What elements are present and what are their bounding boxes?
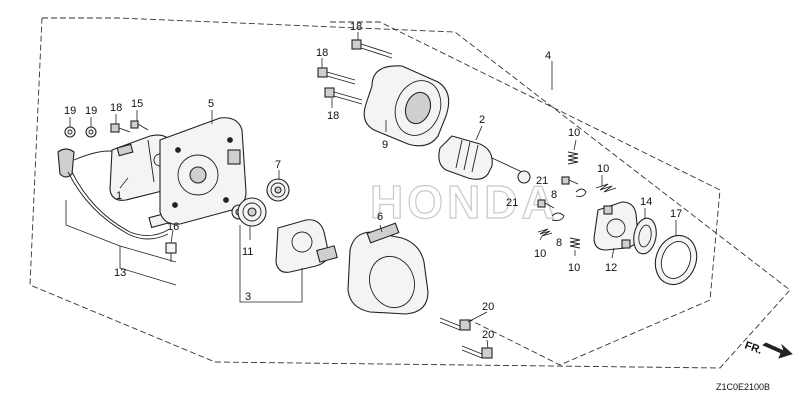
callout-5: 5 bbox=[208, 98, 214, 110]
callout-18-b: 18 bbox=[350, 21, 362, 33]
pinion-clutch-part-3[interactable] bbox=[275, 219, 338, 273]
callout-10-c: 10 bbox=[534, 248, 546, 260]
gear-part-11[interactable] bbox=[237, 197, 267, 227]
brush-clip-part-8-b[interactable] bbox=[551, 212, 565, 221]
spring-part-10-b[interactable] bbox=[595, 183, 617, 193]
o-ring-part-17[interactable] bbox=[649, 230, 704, 291]
gear-part-7[interactable] bbox=[266, 178, 290, 202]
callout-9: 9 bbox=[382, 139, 388, 151]
leader-lines bbox=[65, 32, 677, 349]
callout-10-a: 10 bbox=[568, 127, 580, 139]
callout-16: 16 bbox=[167, 221, 179, 233]
through-bolt-part-20-b[interactable] bbox=[461, 345, 493, 359]
callout-14: 14 bbox=[640, 196, 652, 208]
callout-18-a: 18 bbox=[110, 102, 122, 114]
callout-12: 12 bbox=[605, 262, 617, 274]
rear-cover-part-6[interactable] bbox=[347, 222, 429, 315]
callout-4: 4 bbox=[545, 50, 551, 62]
bolt-part-18-low[interactable] bbox=[324, 87, 363, 105]
spring-part-10-d[interactable] bbox=[569, 237, 581, 249]
screw-part-21-b[interactable] bbox=[537, 199, 555, 209]
through-bolt-part-20-a[interactable] bbox=[439, 317, 471, 331]
callout-19-b: 19 bbox=[85, 105, 97, 117]
spring-part-10-c[interactable] bbox=[537, 228, 553, 237]
bolt-part-18-top[interactable] bbox=[351, 39, 393, 59]
armature-part-2[interactable] bbox=[438, 135, 531, 184]
callout-3: 3 bbox=[245, 291, 251, 303]
callout-18-c: 18 bbox=[316, 47, 328, 59]
callout-18-d: 18 bbox=[327, 110, 339, 122]
callout-20-a: 20 bbox=[482, 301, 494, 313]
callout-8-a: 8 bbox=[551, 189, 557, 201]
callout-2: 2 bbox=[479, 114, 485, 126]
honda-watermark: HONDA bbox=[370, 176, 559, 228]
front-housing-part-5[interactable] bbox=[159, 117, 247, 225]
bolt-part-18-mid[interactable] bbox=[317, 67, 356, 85]
callout-10-d: 10 bbox=[568, 262, 580, 274]
callout-15: 15 bbox=[131, 98, 143, 110]
front-arrow-icon bbox=[762, 342, 793, 359]
insulator-part-14[interactable] bbox=[631, 216, 659, 255]
brush-holder-part-12[interactable] bbox=[593, 201, 639, 251]
callout-13: 13 bbox=[114, 267, 126, 279]
screw-part-21-a[interactable] bbox=[561, 176, 579, 185]
brush-clip-part-8-a[interactable] bbox=[575, 188, 587, 197]
cable-part-13[interactable] bbox=[57, 148, 174, 240]
washer-part-19-a[interactable] bbox=[64, 126, 76, 138]
front-direction-indicator: FR. bbox=[743, 340, 793, 359]
spring-part-10-a[interactable] bbox=[567, 151, 579, 165]
washer-part-19-b[interactable] bbox=[85, 126, 97, 138]
front-label: FR. bbox=[743, 340, 764, 357]
bolt-part-18-left[interactable] bbox=[110, 123, 131, 133]
callout-7: 7 bbox=[275, 159, 281, 171]
callout-21-b: 21 bbox=[506, 197, 518, 209]
callout-21-a: 21 bbox=[536, 175, 548, 187]
callout-8-b: 8 bbox=[556, 237, 562, 249]
callout-10-b: 10 bbox=[597, 163, 609, 175]
bolt-part-15[interactable] bbox=[130, 120, 149, 131]
sub-assembly-boundary bbox=[330, 21, 721, 366]
assembly-boundary bbox=[29, 17, 791, 369]
callout-17: 17 bbox=[670, 208, 682, 220]
callout-6: 6 bbox=[377, 211, 383, 223]
callout-19-a: 19 bbox=[64, 105, 76, 117]
callout-1: 1 bbox=[116, 190, 122, 202]
callout-labels: 19 19 18 15 1 5 7 11 3 16 13 18 18 18 9 … bbox=[64, 21, 682, 341]
callout-20-b: 20 bbox=[482, 329, 494, 341]
callout-11: 11 bbox=[242, 246, 253, 258]
yoke-part-9[interactable] bbox=[363, 65, 450, 147]
diagram-code: Z1C0E2100B bbox=[716, 382, 770, 392]
